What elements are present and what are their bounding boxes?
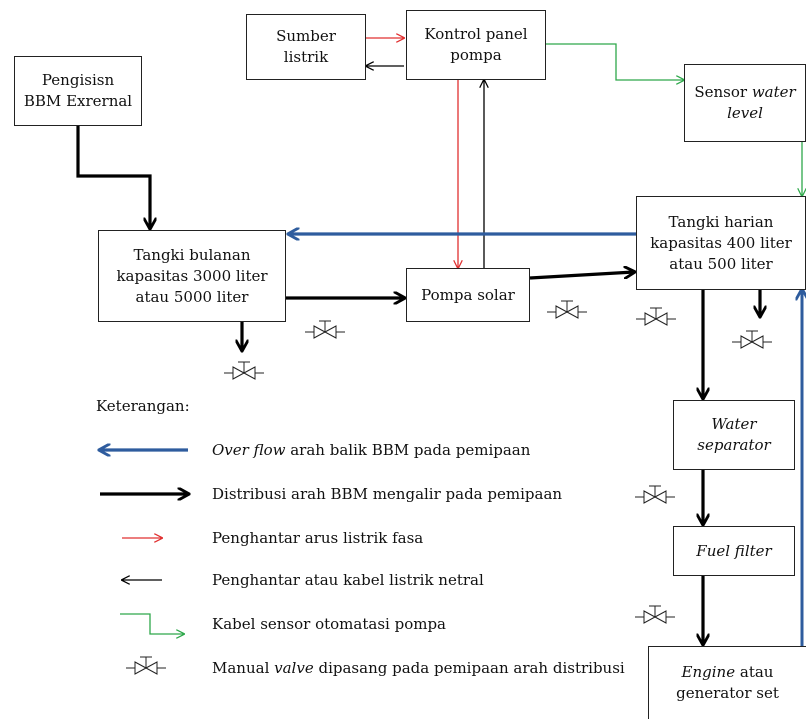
fuel-filter-box: Fuel filter [673, 526, 795, 576]
daily-tank-box: Tangki harian kapasitas 400 liter atau 5… [636, 196, 806, 290]
sensor-label-1b: water [751, 83, 796, 101]
sensor-cable-panel-to-sensor [546, 43, 684, 80]
legend-neutral-text: Penghantar atau kabel listrik netral [212, 571, 484, 589]
separator-label-2: separator [697, 436, 771, 454]
monthly-tank-label-2: kapasitas 3000 liter [116, 266, 268, 285]
legend-overflow-rest: arah balik BBM pada pemipaan [285, 441, 531, 459]
legend-distribution-text: Distribusi arah BBM mengalir pada pemipa… [212, 485, 563, 503]
monthly-tank-box: Tangki bulanan kapasitas 3000 liter atau… [98, 230, 286, 322]
water-level-sensor-box: Sensor water level [684, 64, 806, 142]
fuel-filter-label: Fuel filter [696, 541, 772, 560]
engine-label-line-1: Engine atau [682, 662, 774, 683]
control-panel-label-1: Kontrol panel [424, 25, 528, 43]
legend-overflow-text: Over flow arah balik BBM pada pemipaan [212, 440, 530, 460]
legend-valve-a: Manual [212, 659, 275, 677]
manual-valve[interactable] [546, 300, 588, 319]
control-panel-label-2: pompa [450, 46, 502, 64]
engine-label-1b: atau [735, 663, 774, 681]
power-source-box: Sumber listrik [246, 14, 366, 80]
power-source-label-1: Sumber [276, 27, 336, 45]
engine-label-1a: Engine [681, 663, 736, 681]
sensor-label-1a: Sensor [694, 83, 752, 101]
legend-overflow-italic: Over flow [212, 441, 286, 459]
manual-valve[interactable] [223, 361, 265, 380]
manual-valve[interactable] [304, 320, 346, 339]
manual-valve[interactable] [635, 307, 677, 326]
daily-tank-label-1: Tangki harian [668, 212, 774, 231]
water-separator-box: Water separator [673, 400, 795, 470]
legend-phase-text: Penghantar arus listrik fasa [212, 529, 424, 547]
legend-valve-text: Manual valve dipasang pada pemipaan arah… [212, 658, 625, 678]
legend-sensor-text: Kabel sensor otomatasi pompa [212, 615, 446, 633]
sensor-label-line-1: Sensor water [694, 82, 795, 103]
sensor-label-2: level [727, 104, 763, 122]
diesel-pump-label: Pompa solar [421, 285, 515, 304]
monthly-tank-label-1: Tangki bulanan [133, 245, 251, 264]
separator-label-1: Water [711, 415, 757, 433]
external-filling-label-1: Pengisisn [41, 71, 115, 89]
fuel-pipe-pump-to-daily-tank [529, 272, 634, 280]
legend-valve-c: dipasang pada pemipaan arah distribusi [313, 659, 625, 677]
power-source-label-2: listrik [283, 48, 329, 66]
legend-sensor-symbol [120, 613, 184, 634]
daily-tank-label-2: kapasitas 400 liter [650, 233, 792, 252]
manual-valve[interactable] [634, 605, 676, 624]
pump-control-panel-box: Kontrol panel pompa [406, 10, 546, 80]
legend-valve-symbol [125, 656, 167, 675]
diesel-pump-box: Pompa solar [406, 268, 530, 322]
daily-tank-label-3: atau 500 liter [669, 254, 773, 273]
manual-valve[interactable] [731, 330, 773, 349]
engine-label-2: generator set [676, 684, 779, 702]
fuel-pipe-external-to-monthly-tank [76, 126, 150, 228]
manual-valve[interactable] [634, 485, 676, 504]
generator-set-box: Engine atau generator set [648, 646, 806, 719]
monthly-tank-label-3: atau 5000 liter [135, 287, 249, 306]
external-filling-label-2: BBM Exrernal [23, 92, 133, 110]
legend-title: Keterangan: [96, 397, 190, 415]
external-fuel-filling-box: Pengisisn BBM Exrernal [14, 56, 142, 126]
legend-valve-b: valve [274, 659, 314, 677]
